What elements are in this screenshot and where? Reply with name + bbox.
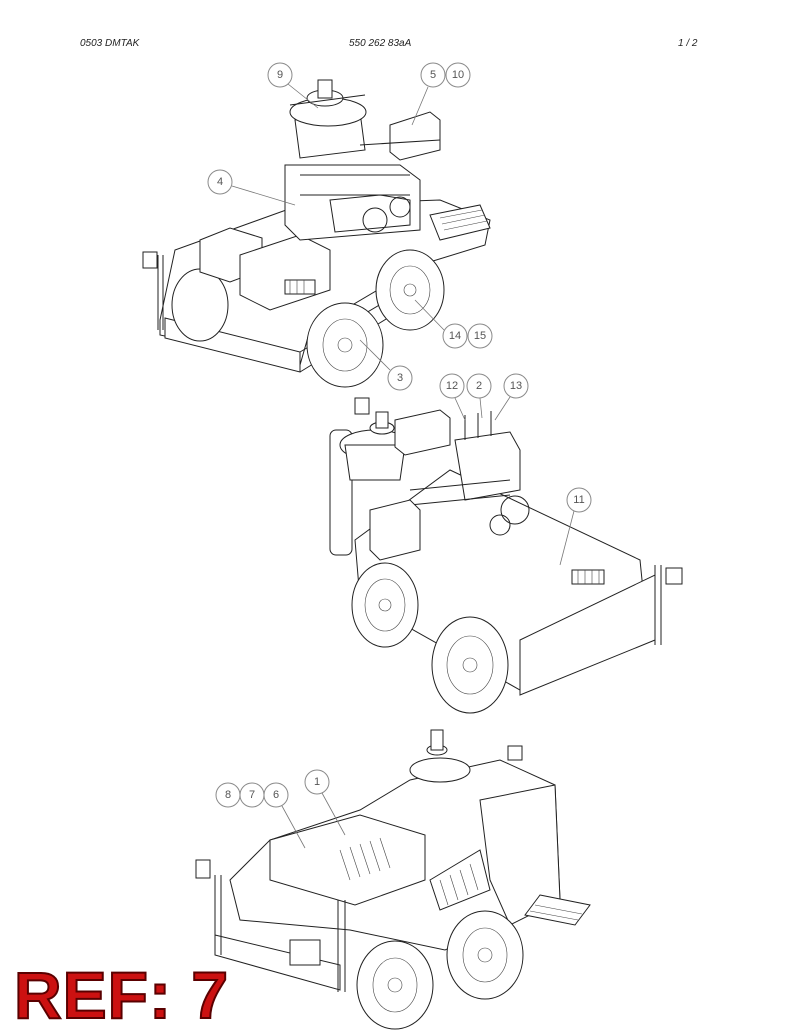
- callout-11: 11: [566, 487, 592, 513]
- machine-view-middle: [329, 397, 683, 714]
- svg-text:7: 7: [249, 789, 255, 801]
- part-number: 550 262 83aA: [349, 38, 412, 49]
- reference-label: REF: 7: [13, 958, 230, 1032]
- svg-text:13: 13: [510, 380, 522, 392]
- svg-text:1: 1: [314, 776, 320, 788]
- svg-text:2: 2: [476, 380, 482, 392]
- svg-text:3: 3: [397, 372, 403, 384]
- machine-view-top: [142, 79, 491, 388]
- callout-3: 3: [387, 365, 413, 391]
- callout-5: 5: [420, 62, 446, 88]
- svg-text:15: 15: [474, 330, 486, 342]
- svg-text:14: 14: [449, 330, 461, 342]
- svg-text:8: 8: [225, 789, 231, 801]
- svg-text:5: 5: [430, 69, 436, 81]
- callout-12: 12: [439, 373, 465, 399]
- svg-text:11: 11: [573, 494, 584, 506]
- callout-4: 4: [207, 169, 233, 195]
- machine-view-bottom: [195, 729, 591, 1030]
- document-code: 0503 DMTAK: [80, 38, 140, 49]
- callout-2: 2: [466, 373, 492, 399]
- page-number: 1 / 2: [678, 38, 698, 49]
- svg-text:6: 6: [273, 789, 279, 801]
- svg-text:10: 10: [452, 69, 464, 81]
- callout-7: 7: [239, 782, 265, 808]
- svg-text:4: 4: [217, 176, 223, 188]
- callout-6: 6: [263, 782, 289, 808]
- callout-1: 1: [304, 769, 330, 795]
- callout-8: 8: [215, 782, 241, 808]
- callout-15: 15: [467, 323, 493, 349]
- svg-text:9: 9: [277, 69, 283, 81]
- callout-9: 9: [267, 62, 293, 88]
- callout-13: 13: [503, 373, 529, 399]
- callout-14: 14: [442, 323, 468, 349]
- callout-10: 10: [445, 62, 471, 88]
- svg-text:12: 12: [446, 380, 458, 392]
